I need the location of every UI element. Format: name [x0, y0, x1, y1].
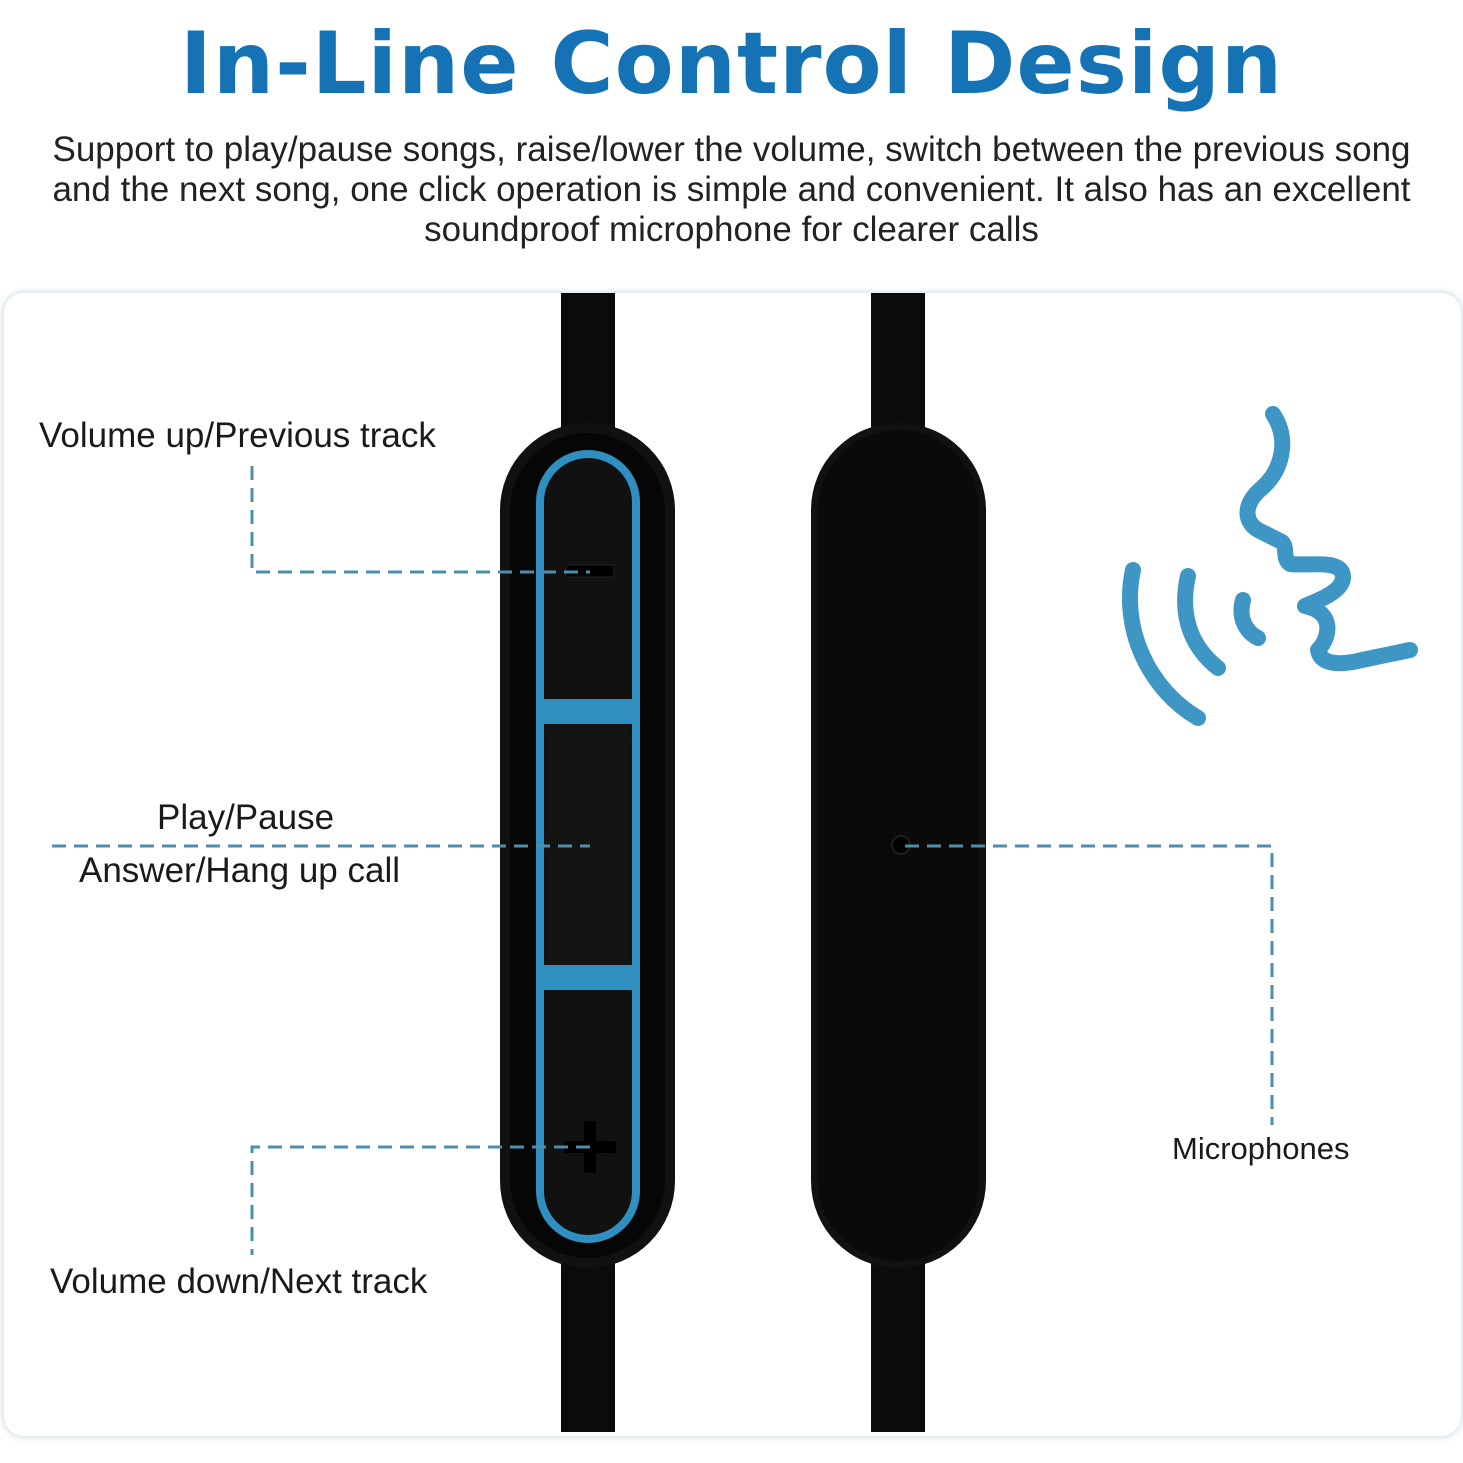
- label-play-pause: Play/Pause: [157, 798, 335, 837]
- speaking-face-icon: [1121, 406, 1418, 726]
- left-cable-top: [561, 293, 615, 443]
- right-cable-bottom: [871, 1248, 925, 1432]
- leader-volume-up: [250, 466, 590, 574]
- right-cable-top: [871, 293, 925, 443]
- label-volume-down: Volume down/Next track: [50, 1262, 428, 1301]
- label-volume-up: Volume up/Previous track: [39, 416, 436, 455]
- left-cable-bottom: [561, 1248, 615, 1432]
- diagram-panel: [2, 291, 1463, 1438]
- leader-microphones: [905, 844, 1274, 1125]
- leader-volume-down: [250, 1145, 590, 1255]
- page-title: In-Line Control Design: [179, 14, 1284, 114]
- description: Support to play/pause songs, raise/lower…: [52, 130, 1411, 249]
- label-answer-hangup: Answer/Hang up call: [79, 851, 400, 890]
- label-microphones: Microphones: [1172, 1131, 1350, 1166]
